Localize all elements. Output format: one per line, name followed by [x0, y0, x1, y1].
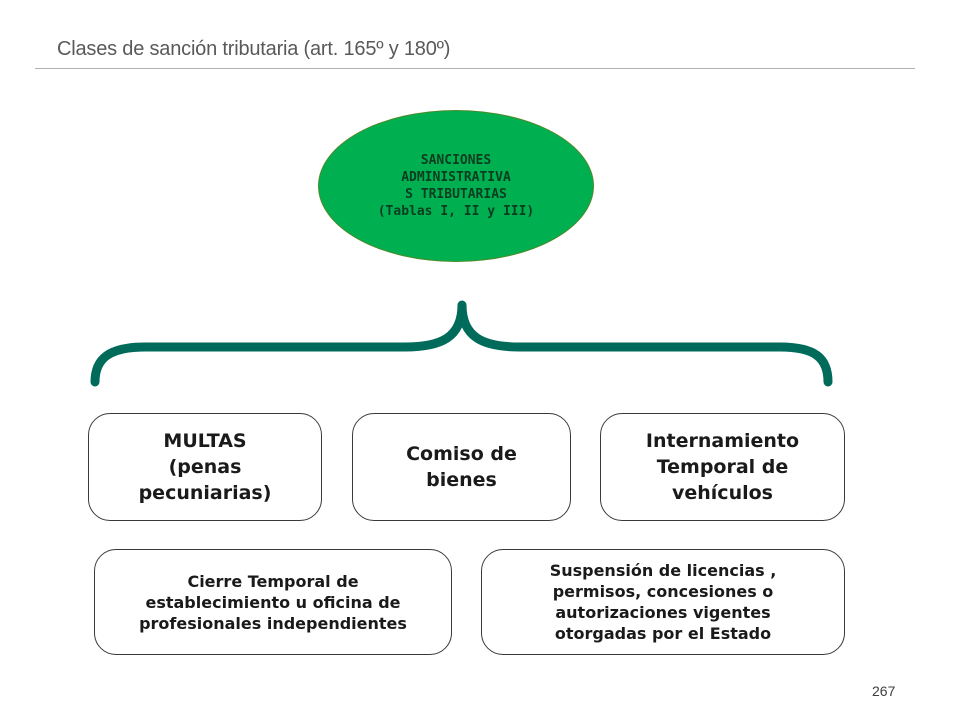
node-multas: MULTAS (penas pecuniarias) — [88, 413, 322, 521]
root-node-sanciones: SANCIONES ADMINISTRATIVA S TRIBUTARIAS (… — [318, 110, 594, 262]
node-comiso-de-bienes: Comiso de bienes — [352, 413, 571, 521]
slide-title: Clases de sanción tributaria (art. 165º … — [57, 38, 451, 60]
page-number: 267 — [872, 683, 896, 699]
title-divider — [35, 68, 915, 69]
node-internamiento-vehiculos: Internamiento Temporal de vehículos — [600, 413, 845, 521]
node-cierre-temporal: Cierre Temporal de establecimiento u ofi… — [94, 549, 452, 655]
brace-path — [90, 300, 833, 387]
node-suspension-licencias: Suspensión de licencias , permisos, conc… — [481, 549, 845, 655]
